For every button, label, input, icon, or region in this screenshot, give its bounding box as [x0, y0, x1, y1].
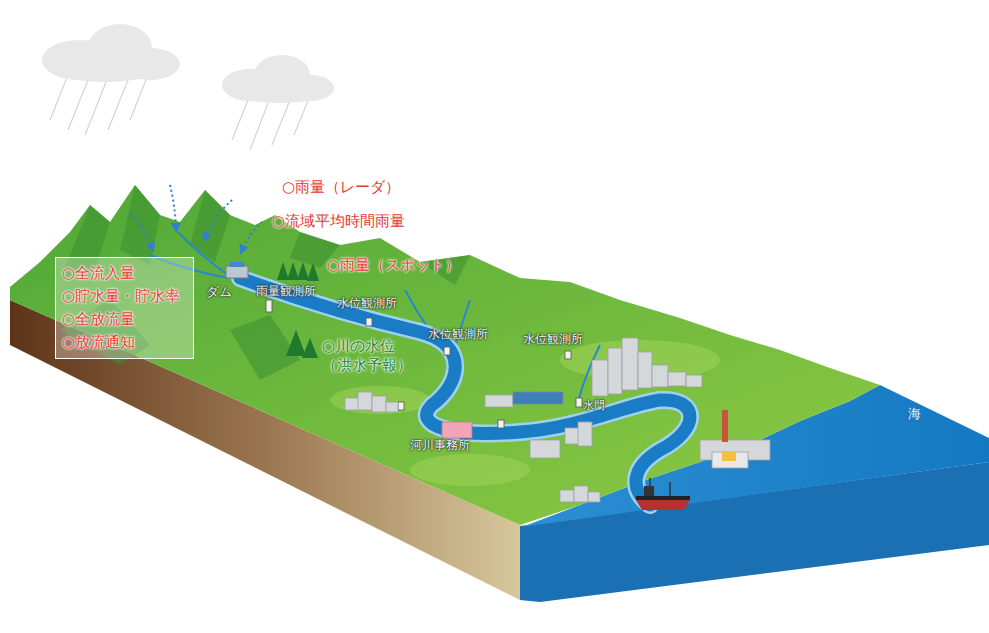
data-callout: ○川の水位 （洪水予報） [322, 337, 417, 375]
cloud [42, 24, 334, 103]
info-item: ○貯水量・貯水率 [62, 285, 185, 308]
place-label: ダム [206, 284, 232, 300]
info-box: ○全流入量○貯水量・貯水率○全放流量○放流通知 [55, 257, 194, 359]
place-label: 水位観測所 [523, 332, 583, 347]
river [240, 278, 690, 505]
rain-flow-arrow [130, 185, 262, 250]
ship [636, 478, 690, 510]
station-post [266, 300, 582, 428]
purification-plant [513, 392, 563, 404]
tree [277, 262, 319, 358]
info-item: ○全流入量 [62, 262, 185, 285]
place-label: 水位観測所 [337, 296, 397, 311]
data-callout: ○雨量（レーダ） [282, 178, 400, 197]
factory [700, 410, 770, 468]
river-bank [240, 278, 690, 505]
place-label: 海 [908, 406, 921, 422]
data-callout: ○雨量（スポット） [327, 256, 460, 275]
land-surface [10, 185, 880, 525]
info-item: ○放流通知 [62, 331, 185, 354]
info-item: ○全放流量 [62, 308, 185, 331]
office-building [442, 422, 472, 438]
place-label: 水門 [583, 399, 605, 413]
dam [226, 262, 248, 278]
place-label: 河川事務所 [410, 438, 470, 453]
place-label: 水位観測所 [428, 327, 488, 342]
place-label: 雨量観測所 [256, 284, 316, 299]
data-callout: ○流域平均時間雨量 [272, 212, 405, 231]
